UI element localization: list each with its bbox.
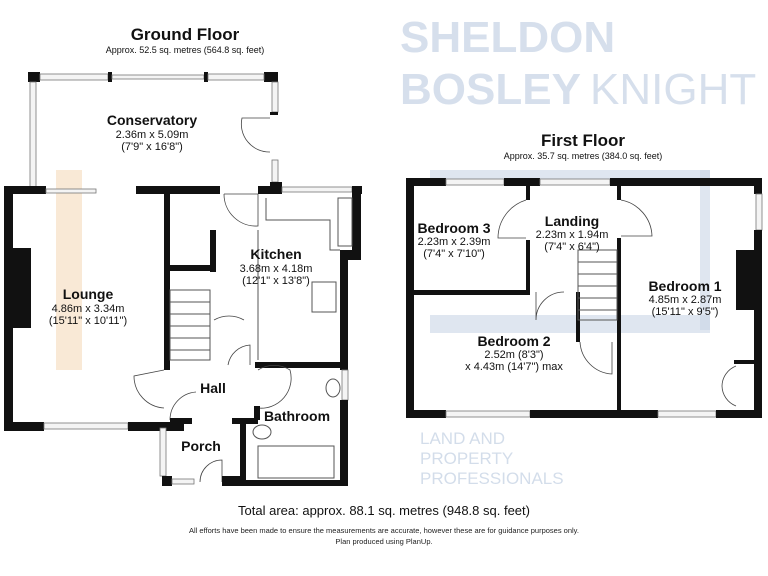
room-dimensions-imperial: (7'4" x 6'4") <box>544 241 599 253</box>
watermark-text: SHELDON <box>400 13 615 62</box>
room-name-lounge: Lounge <box>63 286 114 302</box>
watermark-text: BOSLEY <box>400 65 581 114</box>
room-name-hall: Hall <box>200 380 226 396</box>
room-dimensions-imperial: (15'11" x 10'11") <box>49 315 127 327</box>
room-dimensions-metric: 2.23m x 1.94m <box>536 229 609 241</box>
room-name-porch: Porch <box>181 438 221 454</box>
plan-credit: Plan produced using PlanUp. <box>335 537 432 546</box>
watermark-text: LAND AND <box>420 429 505 448</box>
room-name-kitchen: Kitchen <box>250 246 301 262</box>
first-floor-plan <box>406 178 763 418</box>
first-floor-title: First Floor <box>541 131 625 150</box>
room-dimensions-imperial: (7'4" x 7'10") <box>423 248 485 260</box>
staircase <box>169 289 211 361</box>
room-dimensions-imperial: x 4.43m (14'7") max <box>465 361 563 373</box>
staircase <box>577 249 618 321</box>
room-dimensions-metric: 2.23m x 2.39m <box>418 236 491 248</box>
room-name-bedroom-1: Bedroom 1 <box>648 278 721 294</box>
room-dimensions-imperial: (7'9" x 16'8") <box>121 141 183 153</box>
room-dimensions-metric: 2.36m x 5.09m <box>116 129 189 141</box>
room-dimensions-imperial: (15'11" x 9'5") <box>652 306 719 318</box>
watermark-text: PROPERTY <box>420 449 513 468</box>
room-name-bedroom-3: Bedroom 3 <box>417 220 490 236</box>
room-name-conservatory: Conservatory <box>107 112 197 128</box>
room-dimensions-imperial: (12'1" x 13'8") <box>242 275 310 287</box>
ground-floor-title: Ground Floor <box>131 25 240 44</box>
room-dimensions-metric: 3.68m x 4.18m <box>240 263 313 275</box>
watermark-logo: SHELDON BOSLEY KNIGHT LAND AND PROPERTY … <box>56 13 756 488</box>
room-dimensions-metric: 2.52m (8'3") <box>484 349 543 361</box>
disclaimer: All efforts have been made to ensure the… <box>189 526 579 535</box>
total-area: Total area: approx. 88.1 sq. metres (948… <box>238 503 530 518</box>
room-name-bedroom-2: Bedroom 2 <box>477 333 550 349</box>
ground-floor-plan <box>4 72 362 486</box>
room-name-landing: Landing <box>545 213 599 229</box>
watermark-text: PROFESSIONALS <box>420 469 564 488</box>
room-dimensions-metric: 4.86m x 3.34m <box>52 303 125 315</box>
watermark-text: KNIGHT <box>590 65 756 114</box>
ground-floor-area: Approx. 52.5 sq. metres (564.8 sq. feet) <box>106 45 265 55</box>
first-floor-area: Approx. 35.7 sq. metres (384.0 sq. feet) <box>504 151 663 161</box>
room-dimensions-metric: 4.85m x 2.87m <box>649 294 722 306</box>
room-name-bathroom: Bathroom <box>264 408 330 424</box>
